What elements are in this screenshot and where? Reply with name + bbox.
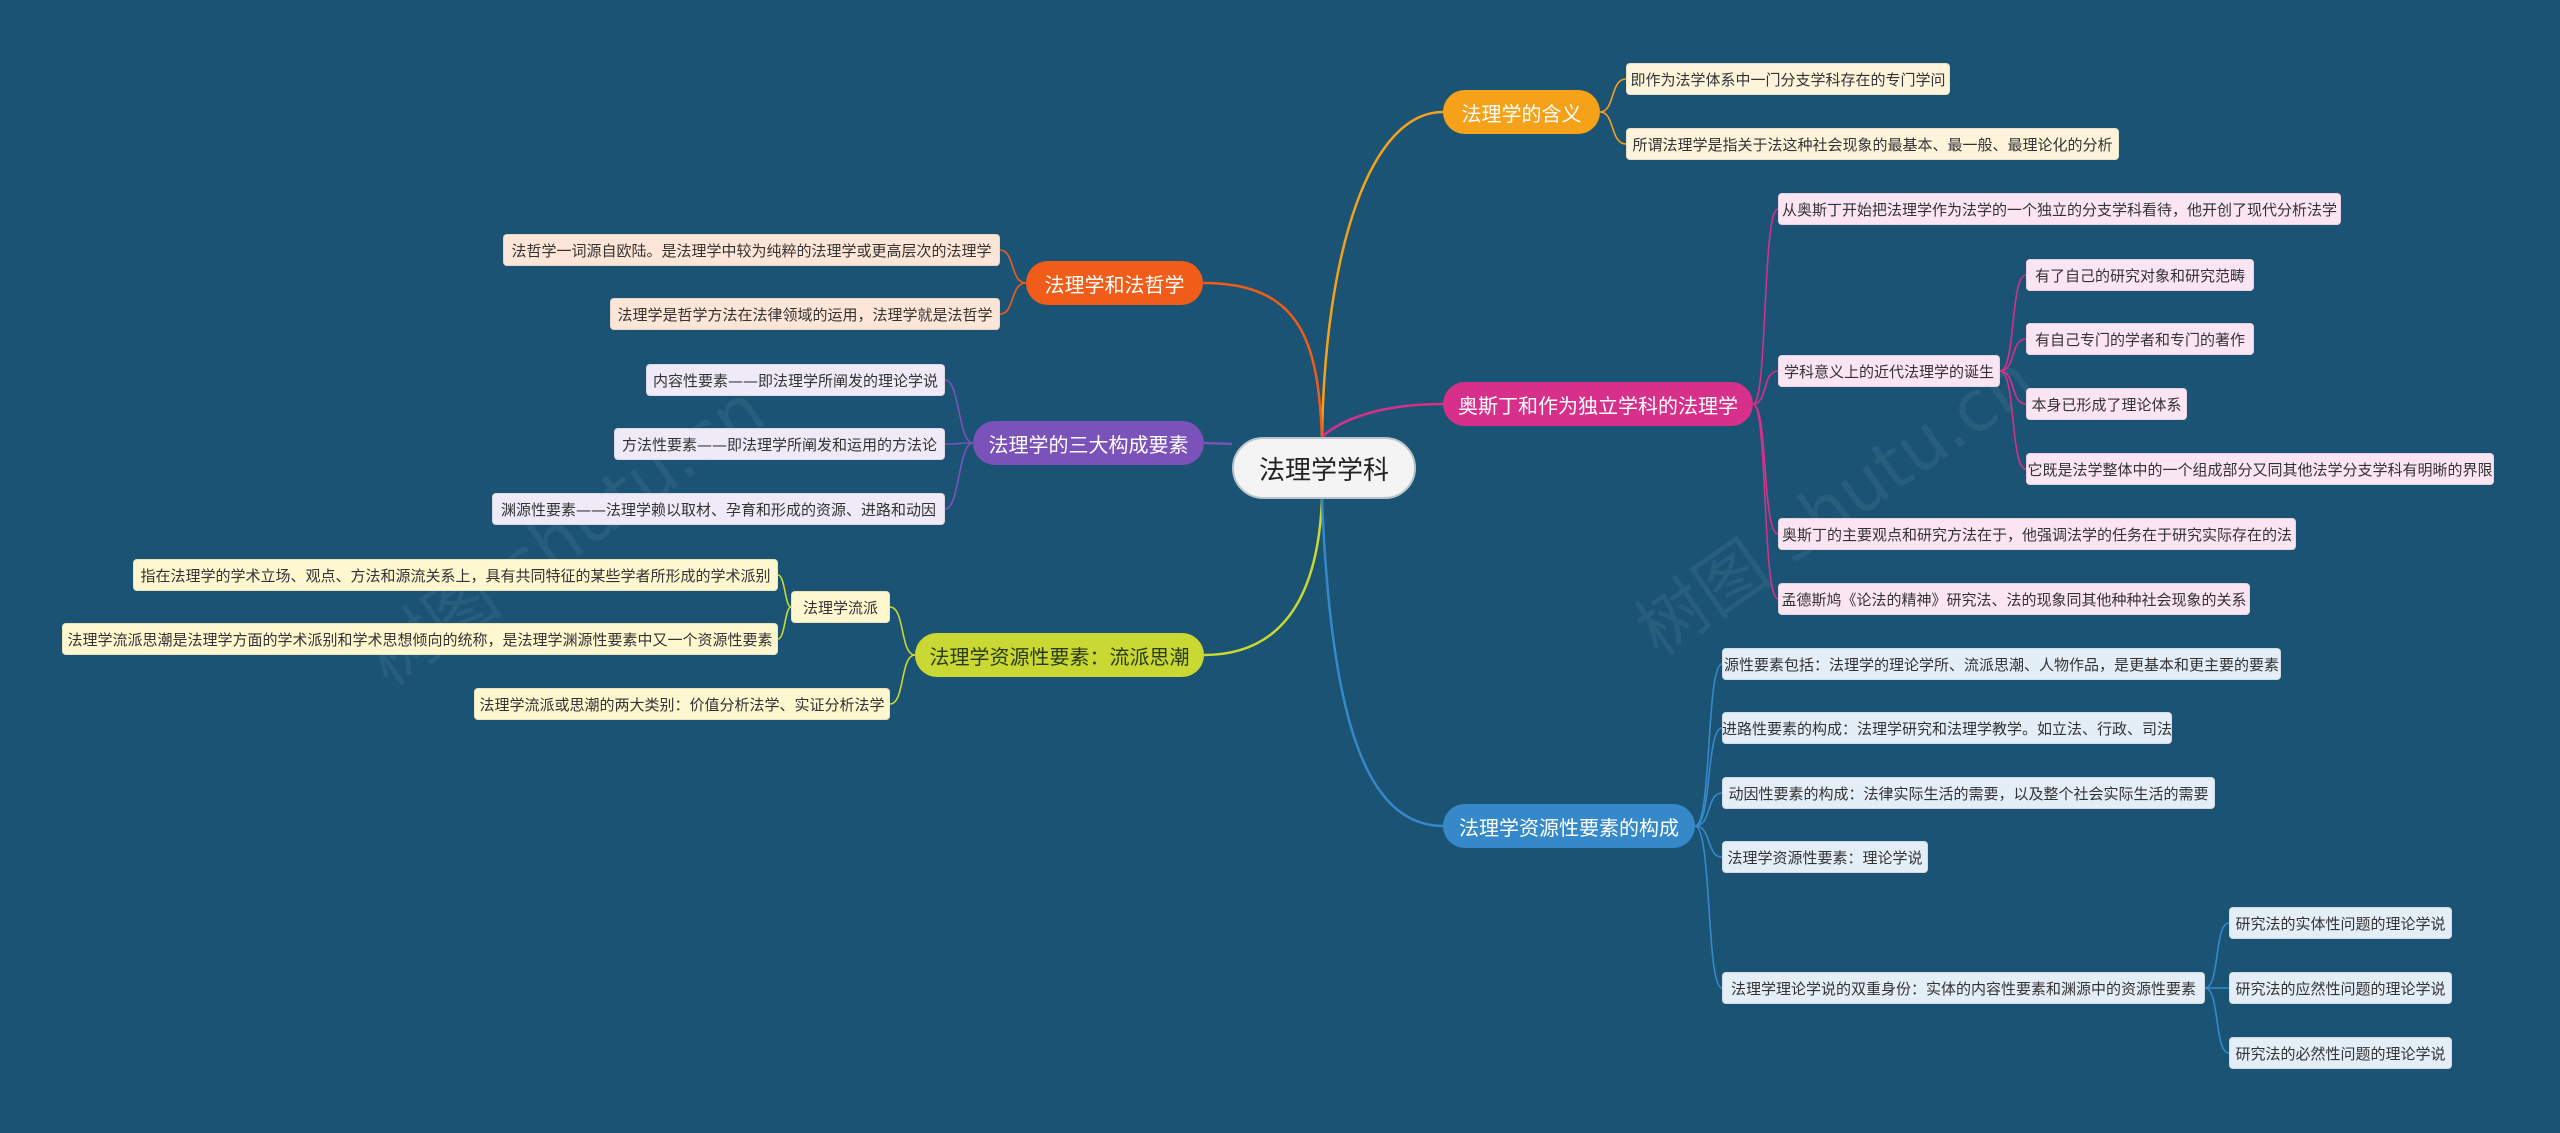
leaf-philosophy-1[interactable]: 法哲学一词源自欧陆。是法理学中较为纯粹的法理学或更高层次的法理学: [503, 234, 1000, 266]
branch-school[interactable]: 法理学资源性要素：流派思潮: [915, 633, 1204, 677]
leaf-austin-modern-analytic[interactable]: 从奥斯丁开始把法理学作为法学的一个独立的分支学科看待，他开创了现代分析法学: [1778, 193, 2341, 225]
leaf-philosophy-2[interactable]: 法理学是哲学方法在法律领域的运用，法理学就是法哲学: [610, 298, 1000, 330]
leaf-resource-1[interactable]: 源性要素包括：法理学的理论学所、流派思潮、人物作品，是更基本和更主要的要素: [1722, 648, 2281, 680]
leaf-three-1[interactable]: 内容性要素——即法理学所阐发的理论学说: [646, 364, 945, 396]
leaf-three-3[interactable]: 渊源性要素——法理学赖以取材、孕育和形成的资源、进路和动因: [492, 493, 945, 525]
leaf-austin-montesquieu[interactable]: 孟德斯鸠《论法的精神》研究法、法的现象同其他种种社会现象的关系: [1778, 583, 2250, 615]
leaf-dual-1[interactable]: 研究法的实体性问题的理论学说: [2229, 907, 2452, 939]
leaf-birth-2[interactable]: 有自己专门的学者和专门的著作: [2026, 323, 2254, 355]
leaf-school-2[interactable]: 法理学流派思潮是法理学方面的学术派别和学术思想倾向的统称，是法理学渊源性要素中又…: [62, 623, 778, 655]
leaf-resource-2[interactable]: 进路性要素的构成：法理学研究和法理学教学。如立法、行政、司法: [1722, 712, 2172, 744]
leaf-resource-4[interactable]: 法理学资源性要素：理论学说: [1722, 841, 1928, 873]
leaf-meaning-2[interactable]: 所谓法理学是指关于法这种社会现象的最基本、最一般、最理论化的分析: [1626, 128, 2119, 160]
branch-philosophy[interactable]: 法理学和法哲学: [1026, 261, 1203, 305]
leaf-dual-2[interactable]: 研究法的应然性问题的理论学说: [2229, 972, 2452, 1004]
node-resource-dual[interactable]: 法理学理论学说的双重身份：实体的内容性要素和渊源中的资源性要素: [1722, 972, 2205, 1004]
leaf-school-3[interactable]: 法理学流派或思潮的两大类别：价值分析法学、实证分析法学: [474, 688, 890, 720]
branch-meaning[interactable]: 法理学的含义: [1443, 90, 1600, 134]
branch-resource[interactable]: 法理学资源性要素的构成: [1443, 804, 1695, 848]
leaf-school-1[interactable]: 指在法理学的学术立场、观点、方法和源流关系上，具有共同特征的某些学者所形成的学术…: [133, 559, 778, 591]
leaf-meaning-1[interactable]: 即作为法学体系中一门分支学科存在的专门学问: [1626, 63, 1950, 95]
leaf-three-2[interactable]: 方法性要素——即法理学所阐发和运用的方法论: [614, 428, 945, 460]
root-topic[interactable]: 法理学学科: [1232, 437, 1416, 499]
branch-three-elements[interactable]: 法理学的三大构成要素: [973, 421, 1204, 465]
leaf-birth-3[interactable]: 本身已形成了理论体系: [2026, 388, 2187, 420]
leaf-birth-4[interactable]: 它既是法学整体中的一个组成部分又同其他法学分支学科有明晰的界限: [2026, 453, 2494, 485]
node-austin-birth[interactable]: 学科意义上的近代法理学的诞生: [1778, 355, 2000, 387]
leaf-resource-3[interactable]: 动因性要素的构成：法律实际生活的需要，以及整个社会实际生活的需要: [1722, 777, 2215, 809]
leaf-dual-3[interactable]: 研究法的必然性问题的理论学说: [2229, 1037, 2452, 1069]
branch-austin[interactable]: 奥斯丁和作为独立学科的法理学: [1443, 382, 1753, 426]
node-school-sub[interactable]: 法理学流派: [791, 591, 890, 623]
leaf-austin-method[interactable]: 奥斯丁的主要观点和研究方法在于，他强调法学的任务在于研究实际存在的法: [1778, 518, 2296, 550]
leaf-birth-1[interactable]: 有了自己的研究对象和研究范畴: [2026, 259, 2254, 291]
